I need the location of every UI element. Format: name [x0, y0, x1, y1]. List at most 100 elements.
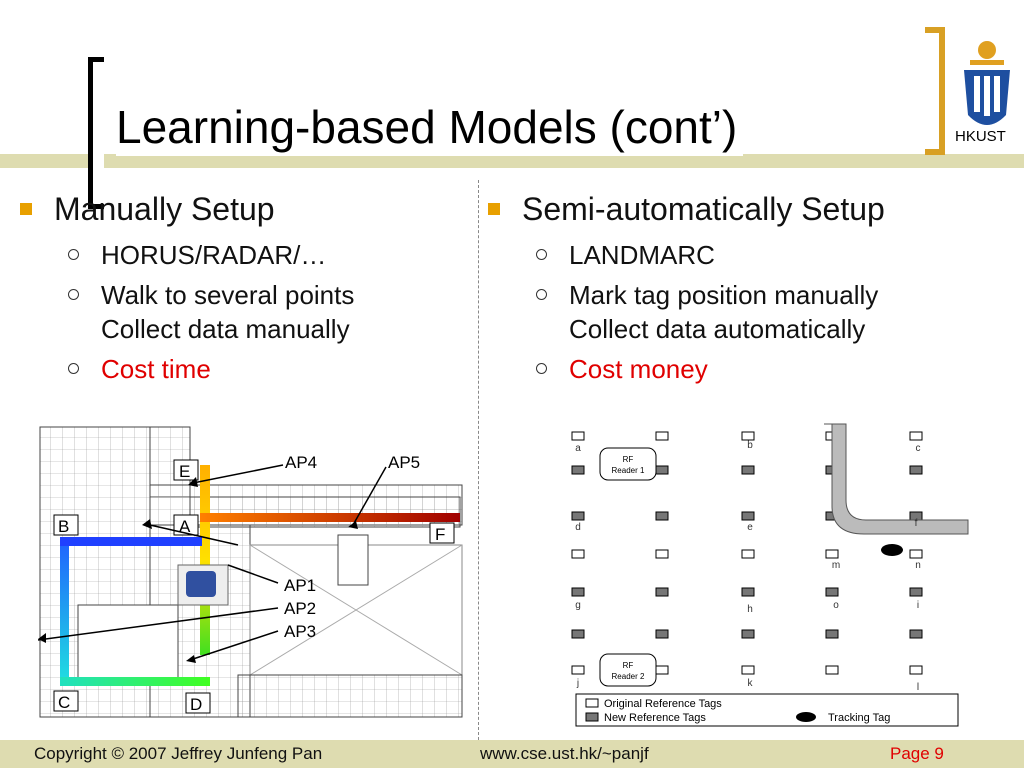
original-tag [741, 431, 755, 441]
tag-letter: l [917, 682, 919, 693]
legend-original: Original Reference Tags [604, 698, 722, 710]
left-item: HORUS/RADAR/… [62, 238, 474, 272]
right-item-text: Cost money [569, 354, 708, 384]
footer-page: Page 9 [890, 744, 944, 763]
slide-title: Learning-based Models (cont’) [116, 98, 744, 156]
square-bullet-icon [20, 203, 32, 215]
new-tag [909, 629, 923, 639]
legend-new: New Reference Tags [604, 712, 706, 724]
new-tag [571, 465, 585, 475]
original-tag [741, 549, 755, 559]
room-label: B [58, 517, 69, 536]
new-tag [571, 587, 585, 597]
right-column: Semi-automatically Setup LANDMARC Mark t… [482, 186, 1022, 386]
square-bullet-icon [488, 203, 500, 215]
right-bracket [925, 27, 945, 155]
room-label: E [179, 462, 190, 481]
new-tag [655, 465, 669, 475]
tag-letter: a [575, 443, 581, 454]
left-column: Manually Setup HORUS/RADAR/… Walk to sev… [14, 186, 474, 386]
ring-bullet-icon [68, 363, 79, 374]
original-tag [909, 549, 923, 559]
original-tag [909, 431, 923, 441]
original-tag [571, 431, 585, 441]
original-tag [571, 665, 585, 675]
original-tag [571, 549, 585, 559]
tag-letter: d [575, 522, 581, 533]
original-tag [655, 665, 669, 675]
new-tag [655, 587, 669, 597]
room-label: F [435, 525, 445, 544]
logo-text: HKUST [955, 128, 1006, 145]
ap-label: AP3 [284, 622, 316, 641]
footer-copyright: Copyright © 2007 Jeffrey Junfeng Pan [34, 744, 323, 763]
tag-letter: f [915, 518, 918, 529]
right-heading-text: Semi-automatically Setup [522, 190, 885, 227]
reader-1-label: Reader 1 [612, 466, 645, 475]
new-tag [741, 629, 755, 639]
left-item-text: HORUS/RADAR/… [101, 240, 327, 270]
tag-letter: g [575, 600, 581, 611]
original-tag [741, 665, 755, 675]
tag-letter: b [747, 440, 753, 451]
column-divider [478, 180, 479, 740]
new-tag [571, 629, 585, 639]
reader-1-label: RF [623, 455, 634, 464]
left-bracket [88, 57, 104, 209]
new-tag [825, 629, 839, 639]
reader-2-label: Reader 2 [612, 672, 645, 681]
ring-bullet-icon [536, 289, 547, 300]
tracking-tag-icon [881, 544, 903, 556]
ring-bullet-icon [536, 363, 547, 374]
new-tag [571, 511, 585, 521]
original-tag [825, 549, 839, 559]
original-tag [825, 665, 839, 675]
tag-letter: c [916, 443, 921, 454]
original-tag [909, 665, 923, 675]
room-label: D [190, 695, 202, 714]
left-item: Cost time [62, 352, 474, 386]
ap-label: AP2 [284, 599, 316, 618]
room-label: A [179, 517, 191, 536]
tag-letter: n [915, 560, 921, 571]
legend-tracking: Tracking Tag [828, 712, 890, 724]
tag-letter: j [576, 678, 579, 689]
left-heading-text: Manually Setup [54, 190, 275, 227]
tag-letter: e [747, 522, 753, 533]
new-tag [741, 465, 755, 475]
new-tag [741, 587, 755, 597]
tag-letter: h [747, 604, 753, 615]
right-item-text: LANDMARC [569, 240, 715, 270]
right-item: LANDMARC [530, 238, 1022, 272]
new-tag [825, 587, 839, 597]
hkust-logo [964, 41, 1010, 125]
tag-letter: k [748, 678, 754, 689]
footer-bar: Copyright © 2007 Jeffrey Junfeng Pan www… [0, 740, 1024, 768]
new-tag [655, 511, 669, 521]
ring-bullet-icon [536, 249, 547, 260]
right-item: Cost money [530, 352, 1022, 386]
right-heading: Semi-automatically Setup [482, 186, 1022, 232]
tag-letter: i [917, 600, 919, 611]
ring-bullet-icon [68, 289, 79, 300]
reader-2-label: RF [623, 661, 634, 670]
ap-label: AP4 [285, 453, 317, 472]
new-tag [909, 465, 923, 475]
tag-letter: o [833, 600, 839, 611]
title-band [0, 154, 1024, 168]
left-item-text: Cost time [101, 354, 211, 384]
ap-label: AP5 [388, 453, 420, 472]
floor-plan-figure: E B A F C D AP4 AP5 AP1 AP2 AP3 [38, 425, 466, 720]
original-tag [655, 549, 669, 559]
footer-url: www.cse.ust.hk/~panjf [480, 744, 649, 763]
new-tag [909, 587, 923, 597]
new-tag [655, 629, 669, 639]
ap-label: AP1 [284, 576, 316, 595]
new-tag [741, 511, 755, 521]
left-heading: Manually Setup [14, 186, 474, 232]
room-label: C [58, 693, 70, 712]
